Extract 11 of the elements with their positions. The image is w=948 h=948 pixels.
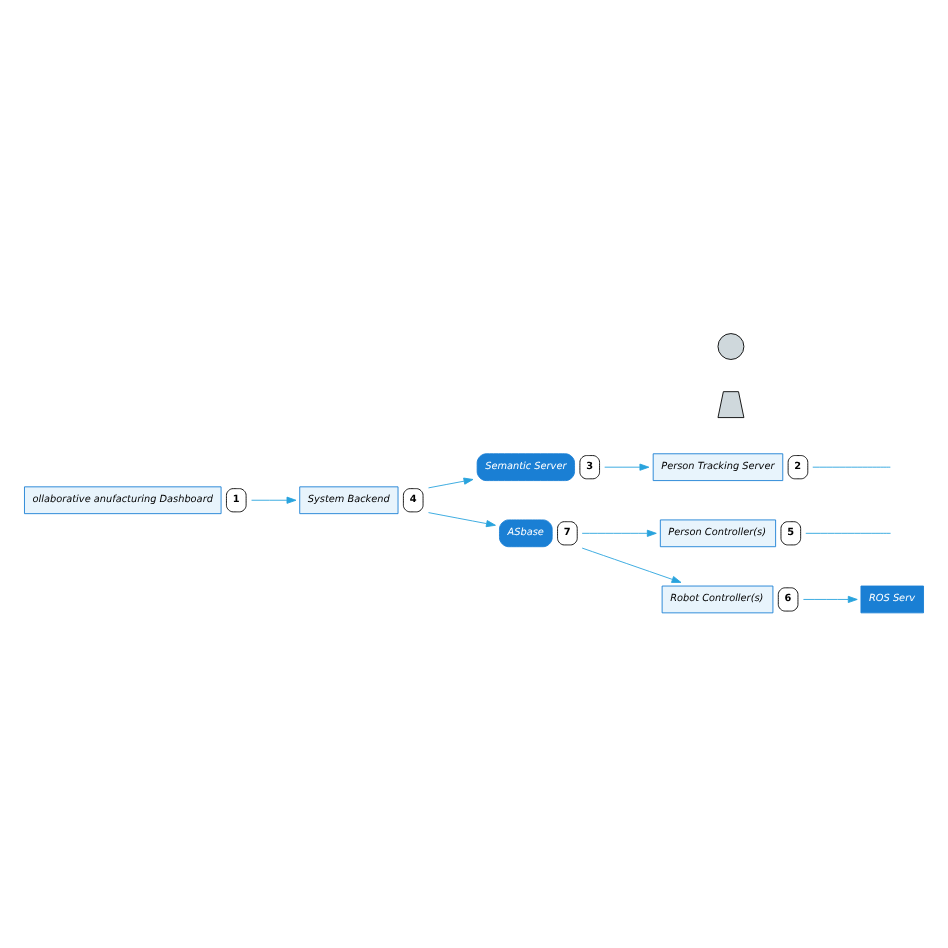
arrow — [428, 511, 496, 527]
node-speaker — [717, 390, 745, 418]
arrow — [604, 462, 650, 470]
arrow — [581, 546, 682, 582]
arrow — [251, 495, 297, 503]
arrow — [581, 528, 657, 536]
arrow — [802, 594, 858, 602]
connector — [805, 531, 891, 533]
arrow — [428, 476, 474, 488]
connector — [812, 465, 891, 467]
node-person — [717, 332, 745, 359]
